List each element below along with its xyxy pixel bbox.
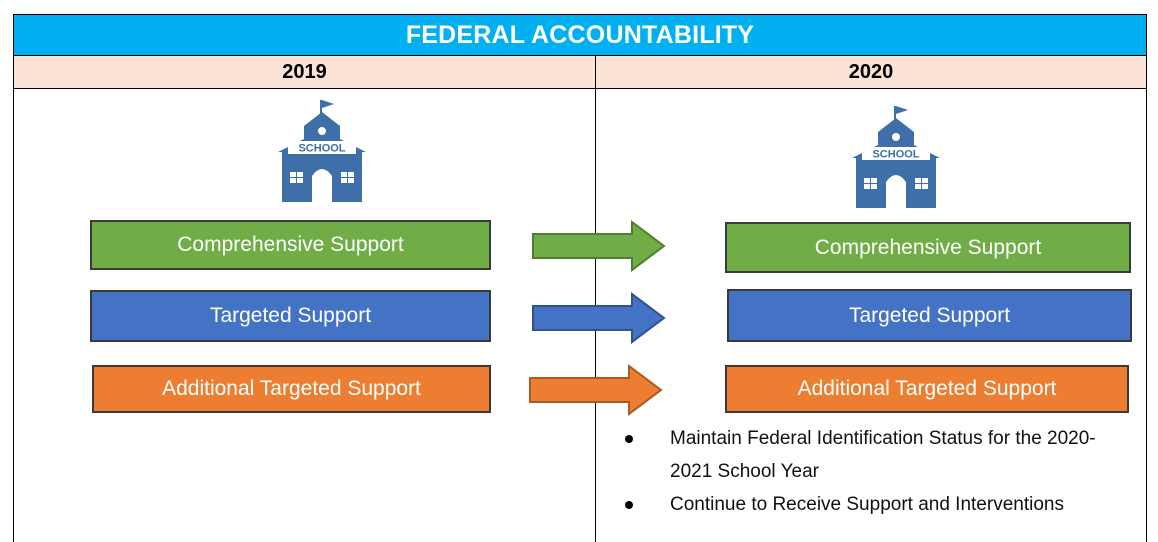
year-header-row: 2019 2020 (14, 56, 1146, 89)
additional-targeted-support-box-2019: Additional Targeted Support (92, 365, 491, 413)
year-2019-header: 2019 (14, 56, 596, 88)
table-title: FEDERAL ACCOUNTABILITY (14, 15, 1146, 56)
status-notes-list: Maintain Federal Identification Status f… (612, 422, 1132, 521)
school-sign-label: SCHOOL (298, 143, 345, 155)
comprehensive-support-box-2019: Comprehensive Support (90, 220, 491, 270)
bullet-icon (625, 435, 633, 443)
year-2020-header: 2020 (848, 60, 894, 83)
list-item: Maintain Federal Identification Status f… (612, 422, 1132, 488)
right-arrow-icon (532, 220, 666, 272)
comprehensive-support-box-2020: Comprehensive Support (725, 222, 1131, 273)
note-text: Maintain Federal Identification Status f… (670, 428, 1096, 482)
list-item: Continue to Receive Support and Interven… (612, 488, 1132, 521)
bullet-icon (625, 501, 633, 509)
right-arrow-icon (529, 364, 663, 416)
school-building-icon: SCHOOL (278, 100, 366, 202)
targeted-support-box-2019: Targeted Support (90, 290, 491, 342)
targeted-support-box-2020: Targeted Support (727, 289, 1132, 342)
accountability-table: FEDERAL ACCOUNTABILITY 2019 2020 (13, 14, 1147, 542)
right-arrow-icon (532, 292, 666, 344)
note-text: Continue to Receive Support and Interven… (670, 494, 1064, 515)
school-building-icon: SCHOOL (852, 106, 940, 208)
school-sign-label: SCHOOL (872, 149, 919, 161)
additional-targeted-support-box-2020: Additional Targeted Support (725, 365, 1129, 413)
